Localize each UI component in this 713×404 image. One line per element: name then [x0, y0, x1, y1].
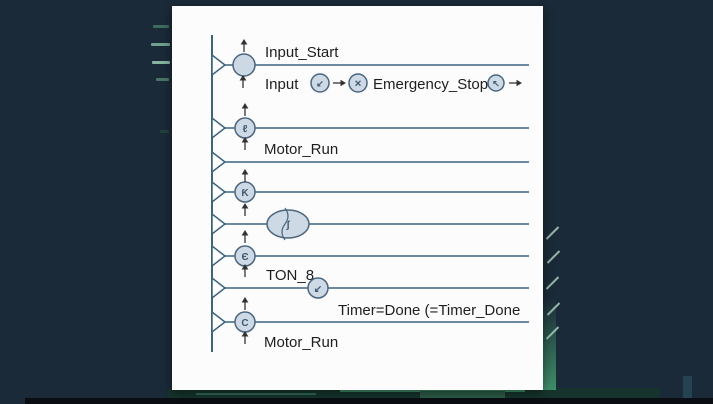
branch-node [307, 277, 329, 299]
rung-2: ℓ Motor_Run [211, 102, 529, 158]
rung-4: Ƙ [211, 168, 529, 217]
stop-node [348, 73, 368, 93]
diagram-card: Input_Start Input ↙ ✕ Emergency_Stop ↖ [172, 6, 543, 390]
bottom-black-bar [25, 398, 713, 404]
up-arrow-icon [240, 102, 250, 117]
rail-chevron-icon [211, 212, 227, 236]
right-arrow-icon [332, 79, 347, 87]
rail-chevron-icon [211, 276, 227, 300]
green-slash-accent [546, 250, 561, 264]
node-glyph: ʃ [285, 220, 290, 231]
green-band [683, 376, 692, 399]
node-glyph: ↙ [316, 79, 324, 89]
motor-run-label: Motor_Run [264, 334, 338, 351]
rail-chevron-icon [211, 244, 227, 268]
up-arrow-icon [238, 74, 248, 89]
brace-mark-icon [281, 207, 289, 241]
green-patch [420, 391, 505, 399]
green-slash-accent [545, 276, 560, 290]
plc-ladder-diagram: Input_Start Input ↙ ✕ Emergency_Stop ↖ [211, 35, 529, 352]
input-label: Input [265, 76, 299, 93]
green-slash-accent [545, 226, 560, 240]
node-glyph: ↙ [314, 284, 322, 295]
rail-chevron-icon [211, 310, 227, 334]
rail-chevron-icon [211, 150, 227, 174]
motor-run-label: Motor_Run [264, 141, 338, 158]
green-dash-accent [160, 130, 169, 133]
sequence-row: Input ↙ ✕ Emergency_Stop ↖ [238, 73, 523, 93]
green-dash-accent [153, 25, 169, 28]
up-arrow-icon [240, 168, 250, 183]
up-arrow-icon [240, 202, 250, 217]
node-glyph: Є [241, 252, 248, 263]
circuit-texture-strip [168, 388, 660, 399]
rail-chevron-icon [211, 180, 227, 204]
node-glyph: ✕ [354, 79, 362, 89]
up-arrow-icon [240, 330, 250, 345]
rail-chevron-icon [211, 116, 227, 140]
start-node [232, 53, 256, 77]
circuit-trace-line [196, 393, 316, 395]
node-glyph: C [241, 318, 248, 329]
rail-chevron-icon [211, 53, 227, 77]
green-dash-accent [151, 43, 170, 46]
timer-done-label: Timer=Done (=Timer_Done [338, 302, 520, 319]
sequence-end-node [487, 74, 505, 92]
rung-1: Input_Start [211, 38, 529, 77]
up-arrow-icon [240, 296, 250, 311]
rung-5: ʃ [211, 207, 529, 241]
right-arrow-icon [508, 79, 523, 87]
up-arrow-icon [240, 136, 250, 151]
green-dash-accent [152, 61, 170, 64]
green-glow-edge [543, 298, 556, 390]
green-dash-accent [156, 78, 169, 81]
rung1-label: Input_Start [265, 44, 339, 61]
rung-7: ↙ Timer=Done (=Timer_Done [211, 276, 529, 319]
node-glyph: ℓ [243, 124, 248, 135]
rung-3 [211, 150, 529, 174]
rung-6: Є TON_8 [211, 229, 529, 284]
function-block-node [266, 209, 310, 239]
up-arrow-icon [239, 38, 249, 53]
sequence-source-node [310, 73, 330, 93]
emergency-stop-label: Emergency_Stop [373, 76, 488, 93]
up-arrow-icon [240, 229, 250, 244]
rung-8: C Motor_Run [211, 296, 529, 351]
node-glyph: ↖ [492, 79, 500, 89]
node-glyph: Ƙ [241, 188, 249, 199]
ton-label: TON_8 [266, 267, 314, 284]
